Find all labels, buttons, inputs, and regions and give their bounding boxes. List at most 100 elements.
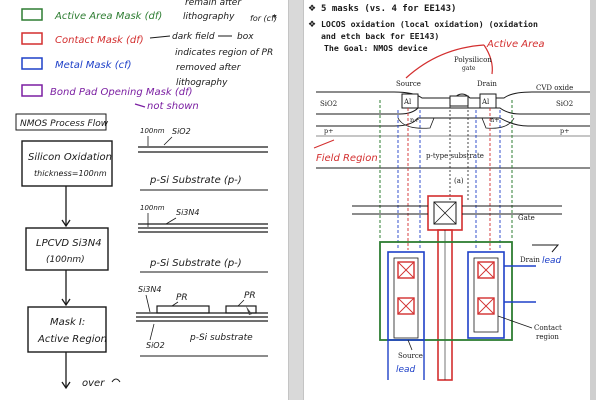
source-pointer	[407, 339, 413, 351]
field-region-pointer	[313, 139, 335, 149]
field-oxide-surface	[316, 107, 590, 115]
source-contact-1	[397, 261, 415, 279]
cs3-sio2: SiO2	[146, 341, 165, 350]
polysilicon-label-2: gate	[462, 65, 476, 72]
flow-heading-box	[15, 113, 107, 131]
note-remain: remain after	[185, 0, 242, 8]
flow-box1-line1: Silicon Oxidation	[28, 152, 112, 163]
substrate-label: p-type substrate	[426, 152, 484, 160]
cs3-pr2-pointer	[237, 299, 245, 307]
flow-box-lpcvd	[25, 227, 109, 271]
bullet-icon-2: ❖	[308, 20, 316, 30]
cs1-thickness: 100nm	[140, 127, 165, 135]
drain-contact-2-x2	[477, 297, 495, 315]
cs2-thickness: 100nm	[140, 204, 165, 212]
pen-cursor-icon	[246, 306, 252, 315]
contact-region-label-1: Contact	[534, 324, 562, 332]
sio2-right-label: SiO2	[556, 100, 573, 108]
purple-swatch	[21, 84, 43, 97]
source-layout-label: Source	[398, 352, 423, 360]
nplus-left-label: n+	[410, 116, 420, 124]
al-right-label: Al	[481, 98, 490, 106]
gate-label: Gate	[518, 214, 535, 222]
flow-box-mask1	[27, 306, 107, 353]
cs3-pr-block-1	[156, 305, 210, 314]
drain-metal	[467, 251, 505, 339]
right-slide-canvas: ❖ 5 masks (vs. 4 for EE143) ❖ LOCOS oxid…	[308, 4, 590, 381]
bullet1-text: 5 masks (vs. 4 for EE143)	[321, 4, 456, 14]
drain-lead-label: lead	[542, 256, 562, 266]
active-area-outline	[379, 241, 513, 341]
bullet2-line2: and etch back for EE143)	[321, 31, 439, 41]
cs3-si3n4: Si3N4	[138, 285, 161, 294]
dark-field-arrow	[149, 35, 171, 39]
note-removed: removed after	[176, 63, 242, 73]
gate-contact-square	[433, 201, 457, 225]
flow-heading: NMOS Process Flow	[20, 119, 109, 129]
cs3-pr1: PR	[176, 293, 188, 303]
metal-projection-lines	[397, 110, 501, 250]
flow-box1-line2: thickness=100nm	[34, 169, 107, 178]
cs3-pr2: PR	[244, 291, 256, 301]
right-slide-page: ❖ 5 masks (vs. 4 for EE143) ❖ LOCOS oxid…	[304, 0, 590, 400]
cs3-si3n4-pointer	[145, 294, 151, 313]
left-notes-canvas: Active Area Mask (df) Contact Mask (df) …	[15, 0, 277, 390]
source-contact-2	[397, 297, 415, 315]
active-area-brace	[405, 44, 485, 79]
flow-box3-line2: Active Region	[37, 334, 107, 345]
al-left-label: Al	[403, 98, 412, 106]
cs3-pr-block-2	[225, 305, 257, 314]
drain-label: Drain	[477, 80, 497, 88]
note-lithography-2: lithography	[176, 78, 228, 88]
active-area-label: Active Area	[486, 39, 545, 50]
drain-pointer	[532, 244, 560, 253]
flow-box2-line2: (100nm)	[46, 255, 85, 265]
cs1-sio2: SiO2	[172, 127, 191, 136]
legend-contact: Contact Mask (df)	[55, 35, 144, 46]
flow-arrow-3-head	[61, 381, 71, 390]
pplus-left-label: p+	[324, 127, 334, 135]
drain-contact-1	[477, 261, 495, 279]
source-metal	[387, 251, 425, 341]
polysilicon-gate	[449, 95, 469, 107]
source-contact-2-x2	[397, 297, 415, 315]
flow-arrow-2-head	[61, 298, 71, 307]
cs2-substrate: p-Si Substrate (p-)	[149, 258, 242, 269]
blue-swatch	[21, 57, 43, 70]
source-contact-1-x2	[397, 261, 415, 279]
note-lithography: lithography	[183, 12, 235, 22]
not-shown-arrow	[134, 103, 146, 108]
note-dark-field: dark field	[172, 32, 215, 42]
nplus-source-region	[397, 117, 435, 129]
vertical-scrollbar[interactable]	[590, 0, 596, 400]
cs1-sio2-pointer	[163, 136, 173, 146]
nplus-drain-region	[481, 117, 515, 129]
polysilicon-label-1: Polysilicon	[454, 56, 492, 64]
source-contact-region	[393, 257, 419, 339]
cs3-pr1-pointer	[171, 301, 179, 307]
contact-region-label-2: region	[536, 333, 559, 341]
drain-layout-label: Drain	[520, 256, 540, 264]
note-box: box	[237, 32, 254, 42]
active-projection-lines	[379, 100, 513, 240]
goal-title: The Goal: NMOS device	[324, 43, 428, 53]
flow-box-oxidation	[21, 140, 113, 187]
bullet-icon-1: ❖	[308, 4, 316, 14]
page-gutter	[288, 0, 304, 400]
figure-caption: (a)	[454, 177, 464, 185]
flow-arrow-1-head	[61, 219, 71, 228]
green-swatch	[21, 8, 43, 21]
source-lead-label: lead	[396, 365, 416, 375]
pplus-right-label: p+	[560, 127, 570, 135]
cs3-sio2-pointer	[149, 323, 155, 341]
red-swatch	[21, 32, 43, 45]
sio2-left-label: SiO2	[320, 100, 337, 108]
cs2-si3n4: Si3N4	[176, 208, 199, 217]
cvd-oxide-label: CVD oxide	[536, 84, 573, 92]
contact-projection-lines	[407, 108, 491, 250]
over-squiggle	[111, 378, 121, 383]
drain-contact-1-x2	[477, 261, 495, 279]
al-contact-left	[401, 93, 419, 109]
drain-contact-region	[473, 257, 499, 333]
bullet2-line1: LOCOS oxidation (local oxidation) (oxida…	[321, 19, 538, 29]
